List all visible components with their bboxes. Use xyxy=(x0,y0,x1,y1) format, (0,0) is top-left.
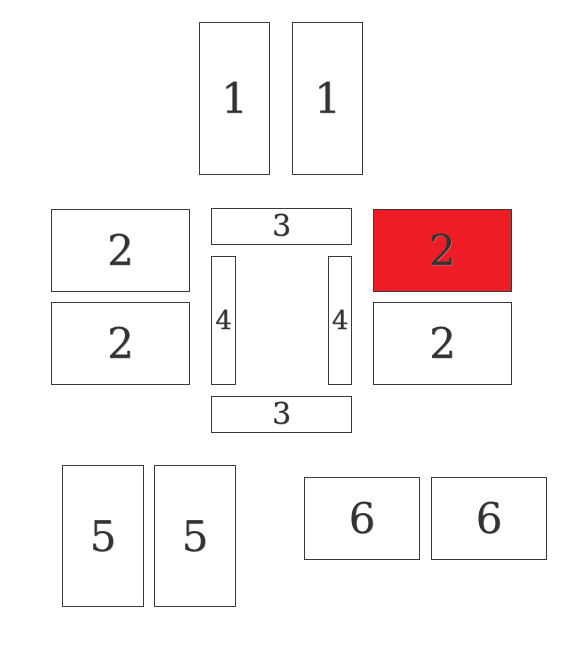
piece-5-right: 5 xyxy=(154,465,236,607)
piece-2-bottom-right: 2 xyxy=(373,302,512,385)
piece-3-top: 3 xyxy=(211,208,352,245)
piece-1-right: 1 xyxy=(292,22,363,175)
piece-3-bottom: 3 xyxy=(211,396,352,433)
piece-2-top-right-highlighted: 2 xyxy=(373,209,512,292)
piece-2-top-left: 2 xyxy=(51,209,190,292)
piece-4-right: 4 xyxy=(328,256,352,385)
piece-4-left: 4 xyxy=(211,256,236,385)
piece-1-left: 1 xyxy=(199,22,270,175)
piece-6-left: 6 xyxy=(304,477,420,560)
piece-6-right: 6 xyxy=(431,477,547,560)
piece-5-left: 5 xyxy=(62,465,144,607)
piece-2-bottom-left: 2 xyxy=(51,302,190,385)
